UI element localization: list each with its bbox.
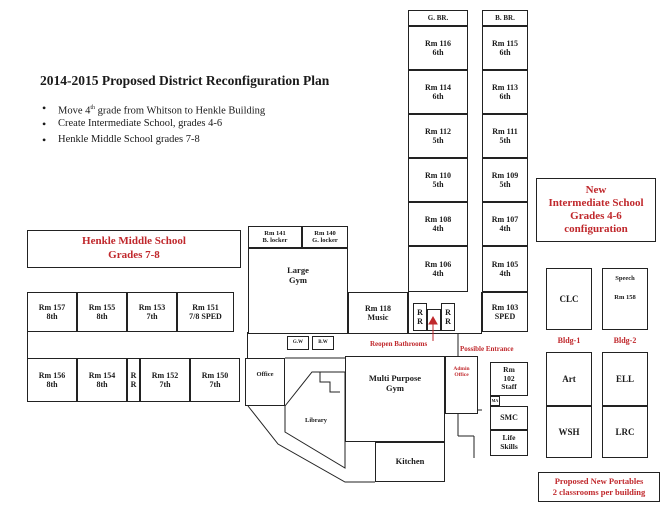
kitchen: Kitchen bbox=[375, 442, 445, 482]
boys-bathroom: B. BR. bbox=[482, 10, 528, 26]
bldg-1-label: Bldg-1 bbox=[557, 336, 581, 345]
bullet-item: Henkle Middle School grades 7-8 bbox=[42, 132, 265, 148]
smc-room: SMC bbox=[490, 406, 528, 430]
portable-ell: ELL bbox=[602, 352, 648, 406]
portable-wsh: WSH bbox=[546, 406, 592, 458]
reopen-arrow-icon bbox=[428, 315, 438, 341]
girls-bathroom: G. BR. bbox=[408, 10, 468, 26]
portable-lrc: LRC bbox=[602, 406, 648, 458]
bullet-item: Move 4th grade from Whitson to Henkle Bu… bbox=[42, 100, 265, 117]
possible-entrance-note: Possible Entrance bbox=[460, 345, 514, 353]
portable-art: Art bbox=[546, 352, 592, 406]
bullet-item: Create Intermediate School, grades 4-6 bbox=[42, 116, 265, 132]
portable-clc: CLC bbox=[546, 268, 592, 330]
ma-room: MA bbox=[490, 396, 500, 406]
reopen-bathrooms-note: Reopen Bathrooms bbox=[370, 340, 428, 348]
plan-bullets: Move 4th grade from Whitson to Henkle Bu… bbox=[42, 100, 265, 148]
main-corridor bbox=[27, 332, 248, 358]
girls-washroom: G.W bbox=[287, 336, 309, 350]
boys-washroom: B.W bbox=[312, 336, 334, 350]
library: Library bbox=[304, 417, 328, 425]
plan-title: 2014-2015 Proposed District Reconfigurat… bbox=[40, 73, 330, 88]
bldg-2-label: Bldg-2 bbox=[613, 336, 637, 345]
office: Office bbox=[245, 358, 285, 406]
